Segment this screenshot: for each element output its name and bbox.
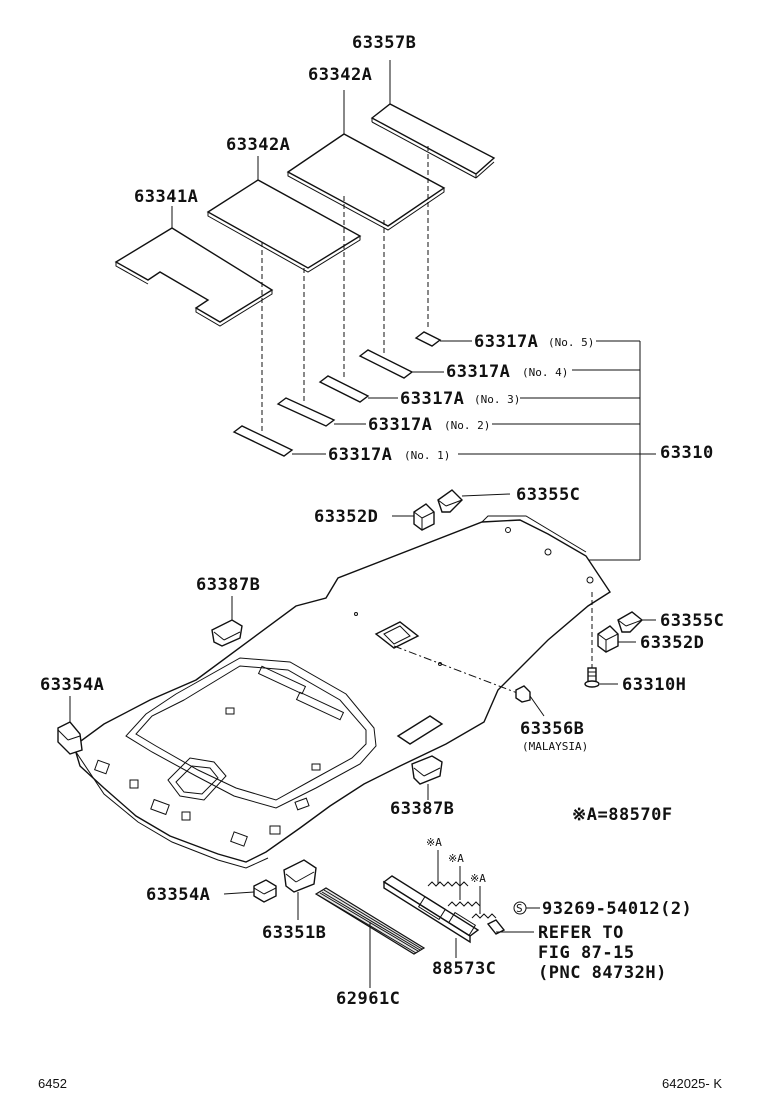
label-note-a: ※A=88570F <box>572 805 673 825</box>
label-mark-a2: ※A <box>448 852 464 865</box>
label-no4: (No. 4) <box>522 366 568 379</box>
springs-88570f <box>427 881 506 935</box>
label-63355c-top: 63355C <box>516 485 580 505</box>
pad-63387b-top <box>211 619 243 647</box>
clip-63355c-right <box>617 611 644 633</box>
screw-63310h <box>584 592 600 688</box>
pads-63317a <box>232 331 442 457</box>
label-mark-a3: ※A <box>470 872 486 885</box>
strip-62961c <box>314 887 426 955</box>
label-88573c: 88573C <box>432 959 496 979</box>
label-63317a-no1: 63317A <box>328 445 392 465</box>
label-no1: (No. 1) <box>404 449 450 462</box>
label-no2: (No. 2) <box>444 419 490 432</box>
label-no3: (No. 3) <box>474 393 520 406</box>
label-no5: (No. 5) <box>548 336 594 349</box>
clip-63352d-right <box>597 625 619 653</box>
label-63342a-top: 63342A <box>308 65 372 85</box>
label-pnc: (PNC 84732H) <box>538 963 667 983</box>
pad-63387b-bottom <box>411 755 443 785</box>
label-63317a-no3: 63317A <box>400 389 464 409</box>
pad-63357b <box>370 103 496 179</box>
label-63354a-left: 63354A <box>40 675 104 695</box>
label-93269: 93269-54012(2) <box>542 899 692 919</box>
label-62961c: 62961C <box>336 989 400 1009</box>
label-63354a-bottom: 63354A <box>146 885 210 905</box>
label-63317a-no4: 63317A <box>446 362 510 382</box>
label-63352d-right: 63352D <box>640 633 704 653</box>
label-63387b-top: 63387B <box>196 575 260 595</box>
headliner-63310 <box>73 515 611 869</box>
footer-right: 642025- K <box>662 1076 722 1091</box>
label-63352d-top: 63352D <box>314 507 378 527</box>
label-63317a-no2: 63317A <box>368 415 432 435</box>
label-s-mark: S <box>516 902 523 915</box>
label-63356b: 63356B <box>520 719 584 739</box>
label-63355c-right: 63355C <box>660 611 724 631</box>
label-63342a-mid: 63342A <box>226 135 290 155</box>
pad-63354a-left <box>57 721 83 755</box>
label-63357b: 63357B <box>352 33 416 53</box>
label-63317a-no5: 63317A <box>474 332 538 352</box>
label-63341a: 63341A <box>134 187 198 207</box>
label-63310h: 63310H <box>622 675 686 695</box>
pad-63354a-bottom <box>253 879 277 903</box>
label-63310: 63310 <box>660 443 714 463</box>
footer-left: 6452 <box>38 1076 67 1091</box>
clip-63352d-top <box>413 503 435 531</box>
clip-63356b <box>515 685 531 703</box>
label-fig: FIG 87-15 <box>538 943 635 963</box>
pad-63342a-mid <box>206 179 362 273</box>
pad-63341a <box>114 227 274 327</box>
label-63351b: 63351B <box>262 923 326 943</box>
label-63387b-bottom: 63387B <box>390 799 454 819</box>
label-refer-to: REFER TO <box>538 923 624 943</box>
pad-63351b <box>283 859 317 893</box>
pad-63342a-top <box>286 133 446 231</box>
label-mark-a1: ※A <box>426 836 442 849</box>
label-malaysia: (MALAYSIA) <box>522 740 588 753</box>
visor-88573c <box>382 875 480 944</box>
clip-63355c-top <box>437 489 463 513</box>
